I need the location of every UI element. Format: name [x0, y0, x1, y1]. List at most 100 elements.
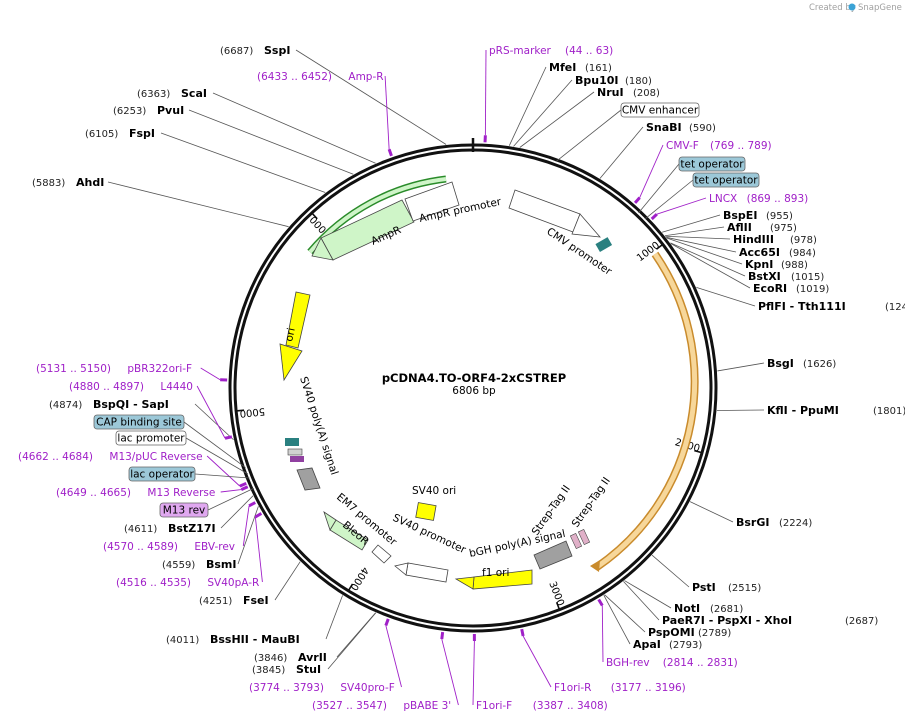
enzyme-leader-line — [519, 91, 595, 148]
enzyme-leader-line — [325, 595, 343, 640]
primer-f1ori-r[interactable]: F1ori-R — [554, 682, 591, 694]
enzyme-aflii[interactable]: AflII — [727, 221, 752, 234]
feature-callouts: CMV enhancer tet operator tet operatorCAP … — [93, 102, 760, 518]
primer-pbr322ori-f[interactable]: pBR322ori-F — [127, 363, 192, 375]
primer-ebv-rev[interactable]: EBV-rev — [194, 541, 235, 553]
tick-label: 5000 — [239, 405, 265, 418]
plasmid-length: 6806 bp — [452, 385, 496, 397]
enzyme-paer7i[interactable]: PaeR7I - PspXI - XhoI — [662, 614, 792, 627]
enzyme-scai[interactable]: ScaI — [181, 87, 207, 100]
enzyme-psti[interactable]: PstI — [692, 581, 716, 594]
primer-leader-line — [472, 640, 475, 706]
enzyme-ahdi[interactable]: AhdI — [76, 176, 104, 189]
enzyme-bsshii[interactable]: BssHII - MauBI — [210, 633, 300, 646]
enzyme-position: (1626) — [803, 359, 836, 370]
primer-mark — [597, 598, 604, 607]
enzyme-position: (3845) — [252, 665, 285, 676]
primer-leader-line — [484, 49, 487, 136]
primer-range: (769 .. 789) — [710, 140, 772, 152]
enzyme-leader-line — [220, 495, 254, 529]
primer-mark — [248, 501, 256, 508]
enzyme-apai[interactable]: ApaI — [633, 638, 661, 651]
enzyme-leader-line — [623, 581, 660, 621]
primer-pbabe3[interactable]: pBABE 3' — [403, 700, 451, 712]
enzyme-noti[interactable]: NotI — [674, 602, 700, 615]
enzyme-leader-line — [508, 66, 547, 146]
callout-lac-promoter[interactable]: lac promoter — [117, 433, 185, 445]
enzyme-snabi[interactable]: SnaBI — [646, 121, 682, 134]
primer-cmv-f[interactable]: CMV-F — [666, 140, 699, 152]
bleor-arrow-icon — [323, 511, 337, 531]
primer-amp-r[interactable]: Amp-R — [348, 71, 383, 83]
callout-leader-line — [194, 473, 250, 479]
primer-lncx[interactable]: LNCX — [709, 193, 737, 205]
enzyme-bsmi[interactable]: BsmI — [206, 558, 237, 571]
enzyme-position: (5883) — [32, 178, 65, 189]
enzyme-position: (6363) — [137, 89, 170, 100]
enzyme-pspomi[interactable]: PspOMI — [648, 626, 695, 639]
callout-box — [159, 502, 209, 518]
enzyme-leader-line — [666, 237, 743, 265]
enzyme-bspqi[interactable]: BspQI - SapI — [93, 398, 169, 411]
enzyme-acc65i[interactable]: Acc65I — [739, 246, 780, 259]
callout-lac-operator[interactable]: lac operator — [130, 469, 194, 481]
primer-mark — [440, 631, 445, 640]
enzyme-krui[interactable]: NruI — [597, 86, 624, 99]
callout-leader-line — [185, 437, 249, 475]
enzyme-position: (955) — [766, 211, 793, 222]
primer-prs-marker[interactable]: pRS-marker — [489, 45, 552, 57]
sv40-polya-block-3 — [290, 456, 304, 462]
strep-tag-2-feature — [577, 528, 591, 546]
enzyme-avrii[interactable]: AvrII — [298, 651, 327, 664]
enzyme-pflfi[interactable]: PflFI - Tth111I — [758, 300, 846, 313]
primer-sv40pro-f[interactable]: SV40pro-F — [340, 682, 394, 694]
primer-f1ori-f[interactable]: F1ori-F — [476, 700, 512, 712]
callout-box — [692, 172, 760, 188]
enzyme-ecori[interactable]: EcoRI — [753, 282, 787, 295]
cmv-promoter-feature — [508, 189, 581, 233]
primer-m13-reverse[interactable]: M13 Reverse — [147, 487, 215, 499]
orf4-arrow-icon — [590, 560, 600, 572]
callout-leader-line — [207, 487, 254, 511]
tick-mark — [236, 409, 245, 412]
enzyme-leader-line — [717, 362, 765, 372]
enzyme-leader-line — [513, 79, 573, 147]
primer-leader-line — [656, 197, 707, 215]
enzyme-bstxi[interactable]: BstXI — [748, 270, 781, 283]
primer-sv40pa-r[interactable]: SV40pA-R — [207, 577, 259, 589]
enzyme-bsgi[interactable]: BsgI — [767, 357, 794, 370]
enzyme-position: (6253) — [113, 106, 146, 117]
enzyme-position: (6687) — [220, 46, 253, 57]
enzyme-position: (2793) — [669, 640, 702, 651]
enzyme-sspi[interactable]: SspI — [264, 44, 290, 57]
enzyme-kpni[interactable]: KpnI — [745, 258, 773, 271]
primer-mark — [254, 512, 263, 519]
callout-tet-operator-1[interactable]: tet operator — [680, 159, 744, 171]
enzyme-kfli[interactable]: KflI - PpuMI — [767, 404, 839, 417]
enzyme-stui[interactable]: StuI — [296, 663, 321, 676]
enzyme-mfei[interactable]: MfeI — [549, 61, 576, 74]
callout-tet-operator-2[interactable]: tet operator — [694, 175, 758, 187]
enzyme-position: (4611) — [124, 524, 157, 535]
enzyme-bstz17i[interactable]: BstZ17I — [168, 522, 216, 535]
primer-l4440[interactable]: L4440 — [160, 381, 193, 393]
enzyme-fsei[interactable]: FseI — [243, 594, 269, 607]
enzyme-bspei[interactable]: BspEI — [723, 209, 757, 222]
sv40-promoter-arrow-icon — [394, 562, 409, 576]
enzyme-fspi[interactable]: FspI — [129, 127, 155, 140]
enzyme-hindiii[interactable]: HindIII — [733, 233, 774, 246]
primer-leader-line — [601, 605, 604, 663]
callout-cmv-enhancer[interactable]: CMV enhancer — [622, 105, 699, 117]
callout-box — [678, 156, 746, 172]
orf4-feature — [595, 252, 698, 570]
enzyme-position: (2789) — [698, 628, 731, 639]
primer-bgh-rev[interactable]: BGH-rev — [606, 657, 650, 669]
enzyme-pvui[interactable]: PvuI — [157, 104, 184, 117]
enzyme-leader-line — [664, 226, 725, 237]
callout-cap-binding-site[interactable]: CAP binding site — [96, 417, 182, 429]
primer-mark — [520, 628, 525, 637]
enzyme-bsrgi[interactable]: BsrGI — [736, 516, 769, 529]
primer-m13-puc-reverse[interactable]: M13/pUC Reverse — [109, 451, 202, 463]
callout-m13-rev[interactable]: M13 rev — [163, 505, 206, 517]
enzyme-bpu10i[interactable]: Bpu10I — [575, 74, 619, 87]
